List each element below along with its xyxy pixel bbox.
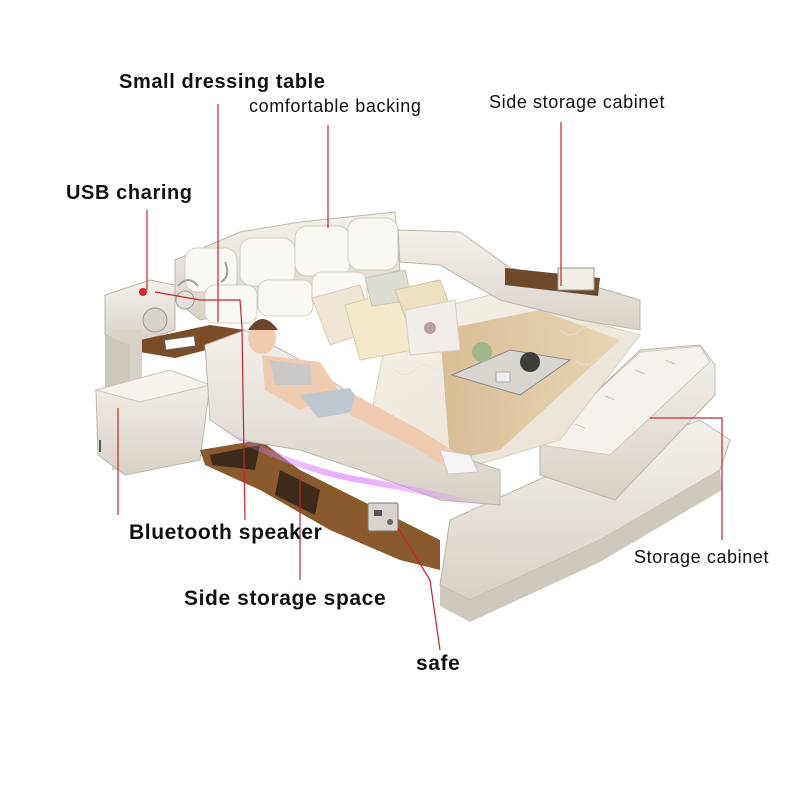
plant	[472, 342, 492, 362]
storage-cabinet-bench	[538, 344, 716, 501]
label-comfortable-backing: comfortable backing	[249, 96, 422, 116]
label-side-storage-space: Side storage space	[184, 587, 387, 610]
label-usb-charging: USB charing	[66, 182, 193, 204]
side-storage-front	[200, 440, 440, 570]
leader-lines	[117, 104, 723, 651]
side-rail	[397, 229, 641, 331]
label-safe: safe	[416, 652, 461, 675]
pillows	[311, 269, 461, 361]
magazines	[557, 267, 595, 291]
label-small-dressing-table: Small dressing table	[119, 71, 326, 93]
label-side-storage-cabinet: Side storage cabinet	[489, 92, 666, 112]
usb-port-dot	[139, 288, 147, 296]
reclining-person	[248, 319, 479, 475]
music-note-icon	[177, 261, 229, 287]
label-bluetooth-speaker: Bluetooth speaker	[129, 521, 323, 544]
ottoman	[94, 369, 212, 476]
tea-tray	[450, 342, 572, 396]
label-storage-cabinet: Storage cabinet	[634, 547, 770, 567]
ambient-light-strip	[218, 427, 481, 508]
speaker-grille	[142, 307, 168, 333]
safe-box	[367, 502, 399, 532]
